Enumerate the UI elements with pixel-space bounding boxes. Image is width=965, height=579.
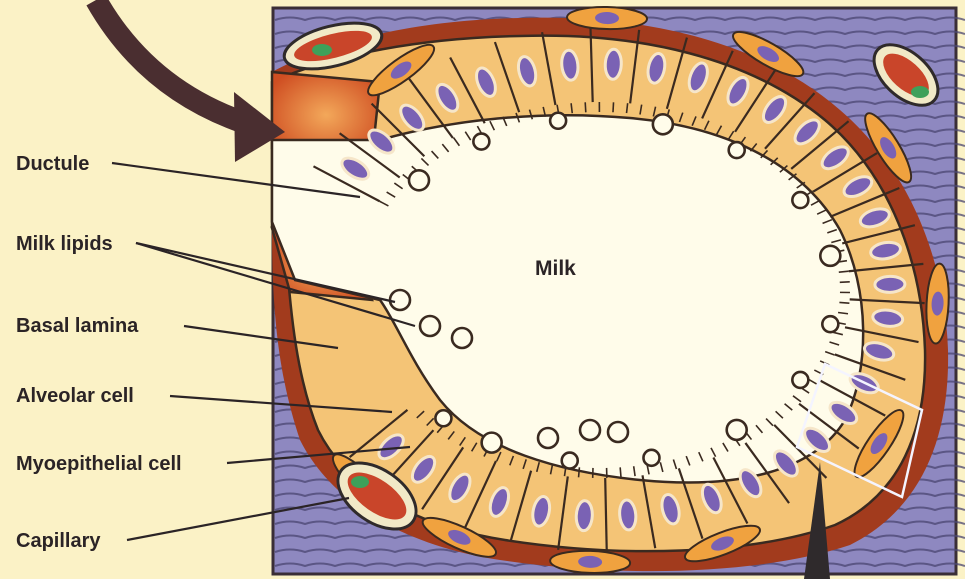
label-capillary: Capillary bbox=[16, 530, 101, 552]
microvillus bbox=[627, 103, 628, 113]
lipid-droplet bbox=[792, 372, 808, 388]
label-ductule: Ductule bbox=[16, 153, 89, 175]
nucleus bbox=[605, 49, 622, 80]
lipid-droplet bbox=[482, 433, 502, 453]
cell-wall bbox=[605, 478, 607, 552]
label-milk-lipids: Milk lipids bbox=[16, 233, 113, 255]
lipid-droplet bbox=[727, 420, 747, 440]
label-myoepithelial-cell: Myoepithelial cell bbox=[16, 453, 182, 475]
label-milk: Milk bbox=[535, 257, 576, 280]
microvillus bbox=[620, 467, 621, 477]
lipid-droplet bbox=[473, 134, 489, 150]
lipid-droplet bbox=[390, 290, 410, 310]
ductule-arrow-shaft bbox=[96, 0, 242, 122]
lipid-droplet bbox=[580, 420, 600, 440]
lipid-droplet bbox=[820, 246, 840, 266]
microvillus bbox=[579, 467, 580, 477]
lipid-droplet bbox=[729, 142, 745, 158]
nucleus bbox=[575, 500, 593, 531]
microvillus bbox=[839, 302, 849, 303]
microvillus bbox=[613, 102, 614, 112]
lipid-droplet bbox=[822, 316, 838, 332]
lipid-droplet bbox=[409, 170, 429, 190]
label-basal-lamina: Basal lamina bbox=[16, 315, 139, 337]
microvillus bbox=[585, 102, 586, 112]
lipid-droplet bbox=[653, 114, 673, 134]
lipid-droplet bbox=[420, 316, 440, 336]
microvillus bbox=[839, 271, 849, 272]
lipid-droplet bbox=[562, 453, 578, 469]
lipid-droplet bbox=[538, 428, 558, 448]
lipid-droplet bbox=[608, 422, 628, 442]
lipid-droplet bbox=[792, 192, 808, 208]
lipid-droplet bbox=[550, 113, 566, 129]
label-alveolar-cell: Alveolar cell bbox=[16, 385, 134, 407]
lipid-droplet bbox=[435, 410, 451, 426]
nucleus bbox=[875, 276, 905, 293]
lipid-droplet bbox=[452, 328, 472, 348]
myoepithelial-cell bbox=[567, 6, 647, 30]
lipid-droplet bbox=[643, 450, 659, 466]
